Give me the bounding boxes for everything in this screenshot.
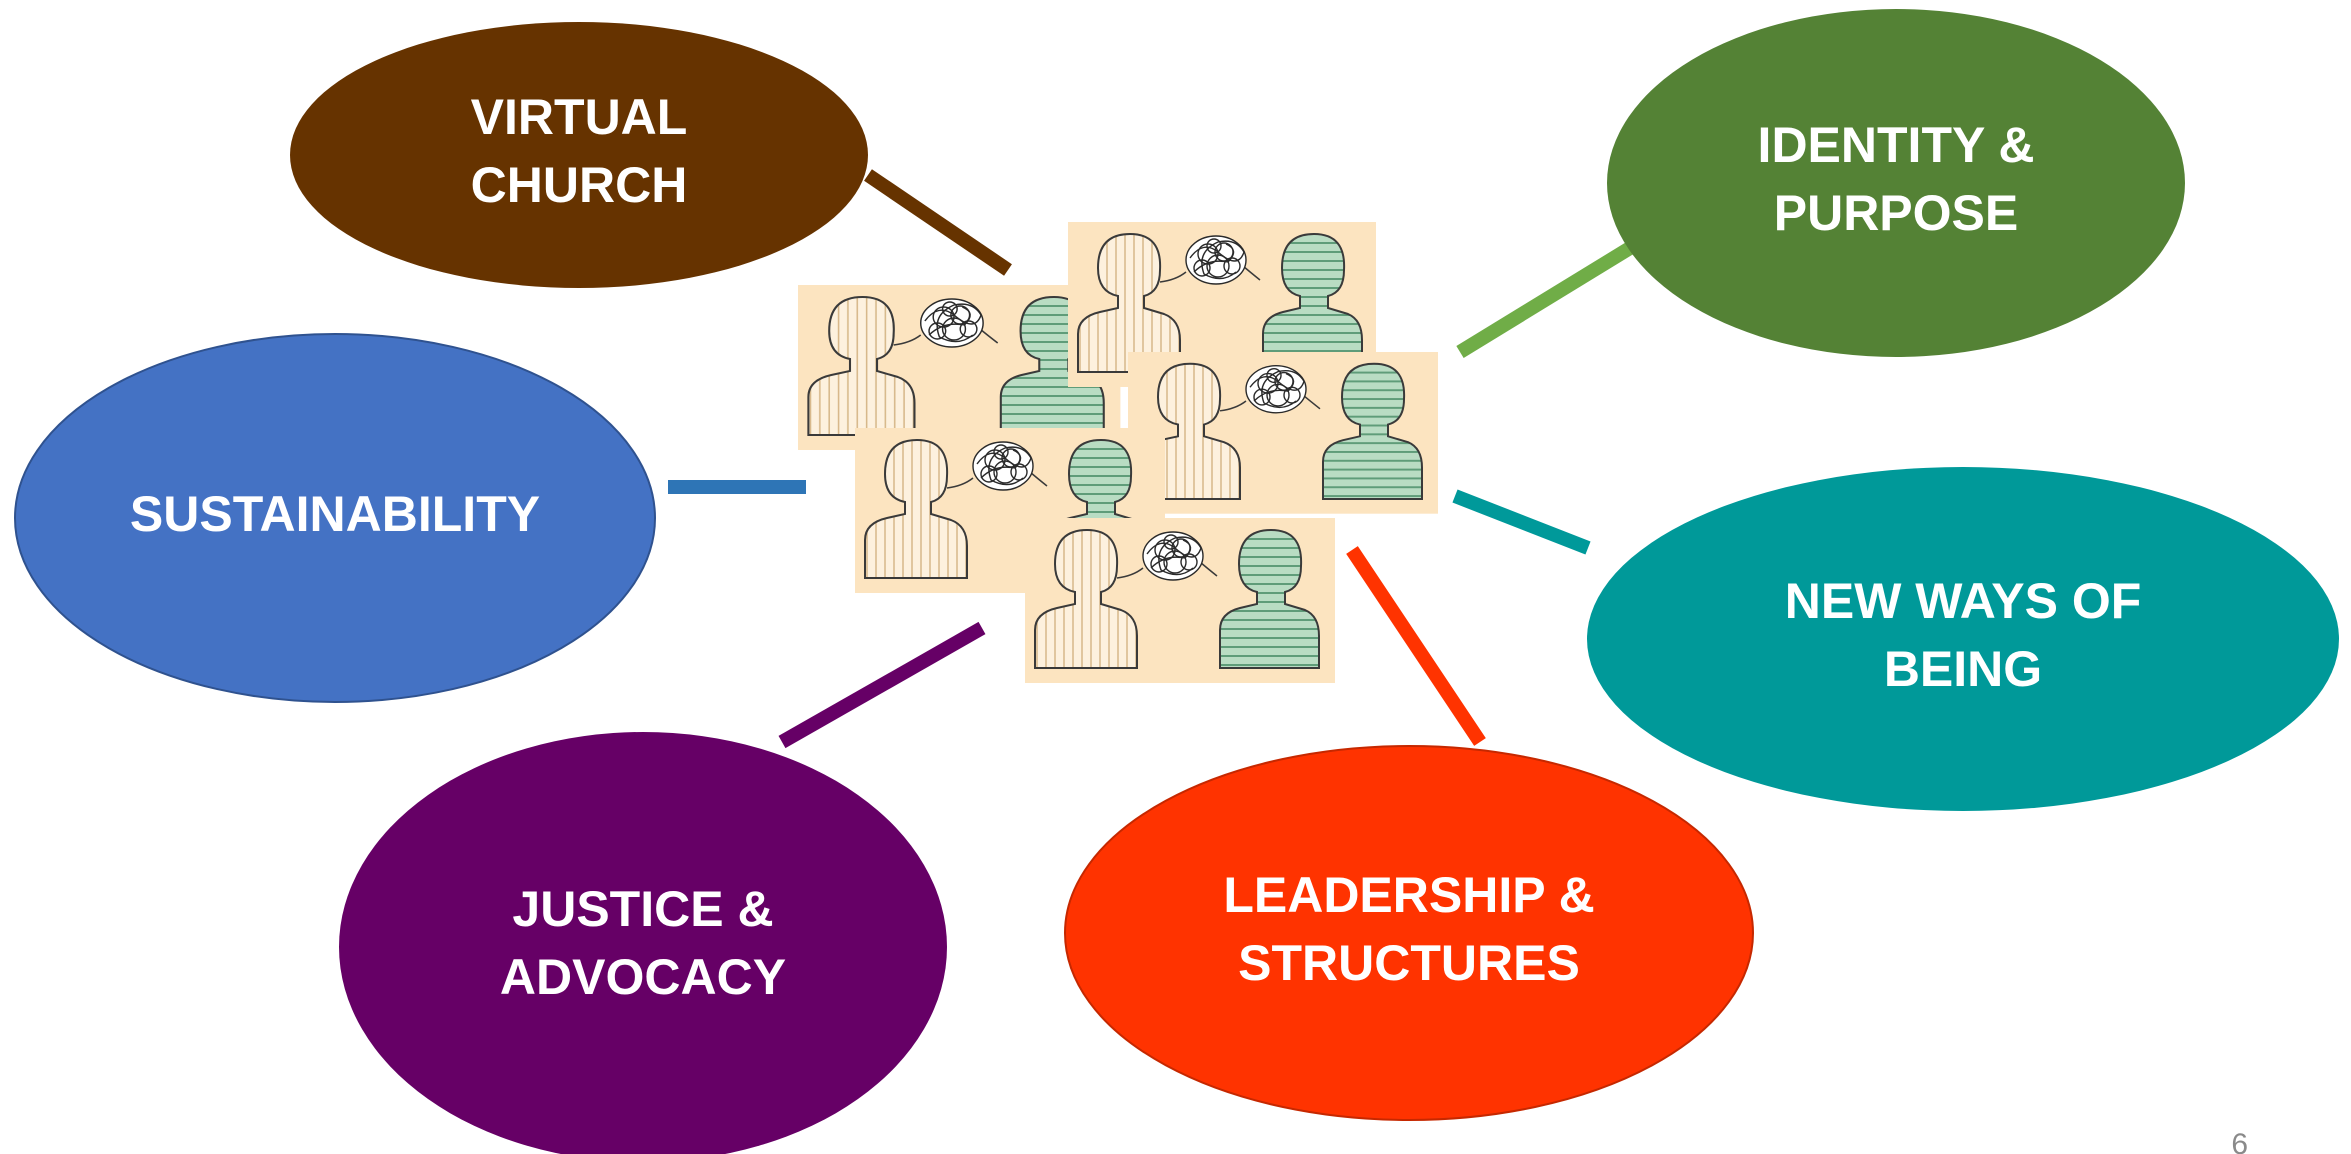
node-label-line: LEADERSHIP & bbox=[1223, 867, 1594, 923]
node-label-line: SUSTAINABILITY bbox=[130, 486, 540, 542]
node-label: JUSTICE & ADVOCACY bbox=[500, 881, 786, 1005]
node-label-line: JUSTICE & bbox=[512, 881, 773, 937]
central-illustration-collage bbox=[798, 222, 1438, 683]
ellipse-shape bbox=[14, 333, 656, 703]
node-label-line: IDENTITY & bbox=[1758, 117, 2035, 173]
node-label-line: NEW WAYS OF bbox=[1785, 573, 2142, 629]
connector-identity-purpose bbox=[1456, 242, 1634, 358]
ellipse-shape bbox=[1587, 467, 2339, 811]
node-label-line: PURPOSE bbox=[1774, 185, 2019, 241]
ellipse-shape bbox=[1064, 745, 1754, 1121]
ellipse-shape bbox=[290, 22, 868, 288]
connectors bbox=[668, 169, 1634, 749]
page-number: 6 bbox=[2231, 1128, 2248, 1154]
node-label-line: BEING bbox=[1884, 641, 2042, 697]
illustration-panel bbox=[1128, 352, 1438, 514]
node-new-ways-of-being[interactable]: NEW WAYS OF BEING bbox=[1587, 467, 2339, 811]
connector-new-ways-of-being bbox=[1452, 489, 1591, 555]
node-leadership-structures[interactable]: LEADERSHIP & STRUCTURES bbox=[1064, 745, 1754, 1121]
node-label: NEW WAYS OF BEING bbox=[1785, 573, 2142, 697]
node-label-line: STRUCTURES bbox=[1238, 935, 1580, 991]
ellipse-shape bbox=[1607, 9, 2185, 357]
connector-virtual-church bbox=[864, 169, 1012, 276]
node-virtual-church[interactable]: VIRTUAL CHURCH bbox=[290, 22, 868, 288]
node-label-line: VIRTUAL bbox=[471, 89, 688, 145]
node-identity-purpose[interactable]: IDENTITY & PURPOSE bbox=[1607, 9, 2185, 357]
node-label: LEADERSHIP & STRUCTURES bbox=[1223, 867, 1594, 991]
illustration-panel bbox=[1025, 518, 1335, 683]
node-sustainability[interactable]: SUSTAINABILITY bbox=[14, 333, 656, 703]
node-label: SUSTAINABILITY bbox=[130, 486, 540, 542]
connector-leadership-structures bbox=[1346, 546, 1486, 746]
node-label-line: CHURCH bbox=[471, 157, 688, 213]
node-justice-advocacy[interactable]: JUSTICE & ADVOCACY bbox=[339, 732, 947, 1154]
illustration-panel bbox=[798, 285, 1121, 450]
connector-justice-advocacy bbox=[778, 621, 986, 749]
node-label: IDENTITY & PURPOSE bbox=[1758, 117, 2035, 241]
node-label: VIRTUAL CHURCH bbox=[471, 89, 688, 213]
node-label-line: ADVOCACY bbox=[500, 949, 786, 1005]
ellipse-shape bbox=[339, 732, 947, 1154]
